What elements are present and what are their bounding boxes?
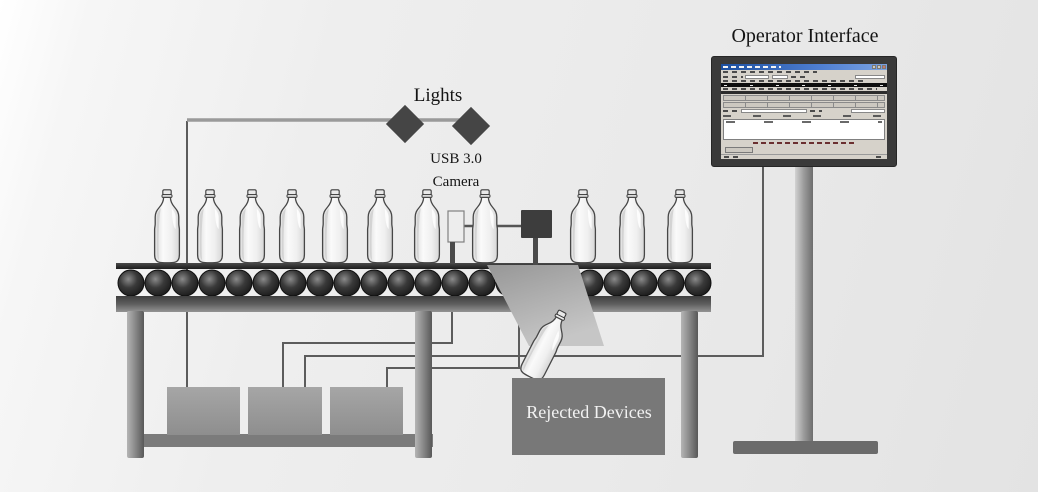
conveyor-frame-bar <box>116 296 711 312</box>
controller-box-2 <box>248 387 322 435</box>
button-strip-2 <box>723 102 885 108</box>
bottle-icon <box>413 189 441 264</box>
camera-mount <box>450 242 455 264</box>
conveyor-roller <box>144 269 172 297</box>
conveyor-roller <box>603 269 631 297</box>
monitor-base <box>733 441 878 454</box>
conveyor-roller <box>225 269 253 297</box>
controller-box-1 <box>167 387 240 435</box>
conveyor-roller <box>657 269 685 297</box>
camera-wire <box>282 310 453 388</box>
conveyor-roller <box>684 269 712 297</box>
list-header-text <box>726 121 882 123</box>
form-row-2 <box>721 79 887 83</box>
controller-box-3 <box>330 387 403 435</box>
bottle-icon <box>666 189 694 264</box>
chute-icon <box>487 265 604 346</box>
app-title-text <box>723 66 781 68</box>
menu-items <box>723 71 817 73</box>
input-field <box>772 74 788 79</box>
highlight-text <box>724 84 884 86</box>
status-bar <box>721 154 887 159</box>
camera-label-line1: USB 3.0 <box>430 151 482 167</box>
bottle-row <box>153 189 694 264</box>
bottle-icon <box>618 189 646 264</box>
form-text <box>723 80 866 82</box>
conveyor-rollers <box>117 269 712 297</box>
conveyor-roller <box>360 269 388 297</box>
light-diamond-icon <box>385 104 425 144</box>
query-label <box>723 110 739 112</box>
light-diamond-icon <box>451 106 491 146</box>
query-field <box>741 109 807 113</box>
conveyor-roller <box>630 269 658 297</box>
minimize-icon <box>872 65 876 69</box>
conveyor-roller <box>414 269 442 297</box>
field-label <box>723 75 743 78</box>
status-right <box>876 156 884 158</box>
conveyor-roller <box>117 269 145 297</box>
form-row-1 <box>721 74 887 79</box>
maximize-icon <box>877 65 881 69</box>
conveyor-roller <box>441 269 469 297</box>
bottle-icon <box>321 189 349 264</box>
bottle-icon <box>238 189 266 264</box>
monitor-pole <box>795 166 813 442</box>
conveyor-roller <box>279 269 307 297</box>
conveyor-rail <box>116 263 711 269</box>
lights-label: Lights <box>413 85 463 106</box>
input-field <box>855 74 885 79</box>
action-button <box>725 146 753 153</box>
operator-interface-label: Operator Interface <box>731 25 879 47</box>
lower-shelf <box>135 434 433 447</box>
column-header-row <box>721 114 887 118</box>
reject-sensor-icon <box>521 210 552 238</box>
message-line <box>721 141 887 145</box>
sensor-mount <box>533 238 538 266</box>
highlight-row-dark <box>721 83 887 87</box>
usb-camera-icon <box>447 210 465 243</box>
conveyor-roller <box>468 269 496 297</box>
status-left <box>724 156 738 158</box>
button-strip-1 <box>723 95 885 101</box>
camera-label-line2: Camera <box>432 174 480 190</box>
conveyor-leg-right <box>681 311 698 458</box>
conveyor-roller <box>198 269 226 297</box>
bottle-icon <box>196 189 224 264</box>
input-field <box>745 74 769 79</box>
bottle-icon <box>471 189 499 264</box>
field-label <box>791 75 805 78</box>
app-title-bar <box>721 64 887 70</box>
window-controls <box>872 65 886 69</box>
bottle-icon <box>569 189 597 264</box>
bottom-row <box>721 145 887 154</box>
divider-row-dark <box>721 91 887 94</box>
query-field <box>851 109 885 113</box>
conveyor-roller <box>171 269 199 297</box>
query-label <box>810 110 822 112</box>
rejected-devices-bin <box>512 378 665 455</box>
rejected-devices-label: Rejected Devices <box>526 402 652 422</box>
conveyor-roller <box>306 269 334 297</box>
monitor-icon <box>711 56 897 167</box>
query-row <box>721 108 887 114</box>
message-text <box>752 142 856 144</box>
conveyor-leg-middle <box>415 311 432 458</box>
bottle-icon <box>153 189 181 264</box>
conveyor-roller <box>252 269 280 297</box>
bottle-icon <box>278 189 306 264</box>
conveyor-roller <box>387 269 415 297</box>
column-headers <box>723 115 885 117</box>
conveyor-leg-left <box>127 311 144 458</box>
operator-app-window <box>721 64 887 159</box>
row-text <box>723 88 877 90</box>
menu-bar <box>721 70 887 74</box>
results-list <box>723 119 885 140</box>
close-icon <box>882 65 886 69</box>
conveyor-roller <box>333 269 361 297</box>
bottle-icon <box>366 189 394 264</box>
data-row <box>721 87 887 91</box>
